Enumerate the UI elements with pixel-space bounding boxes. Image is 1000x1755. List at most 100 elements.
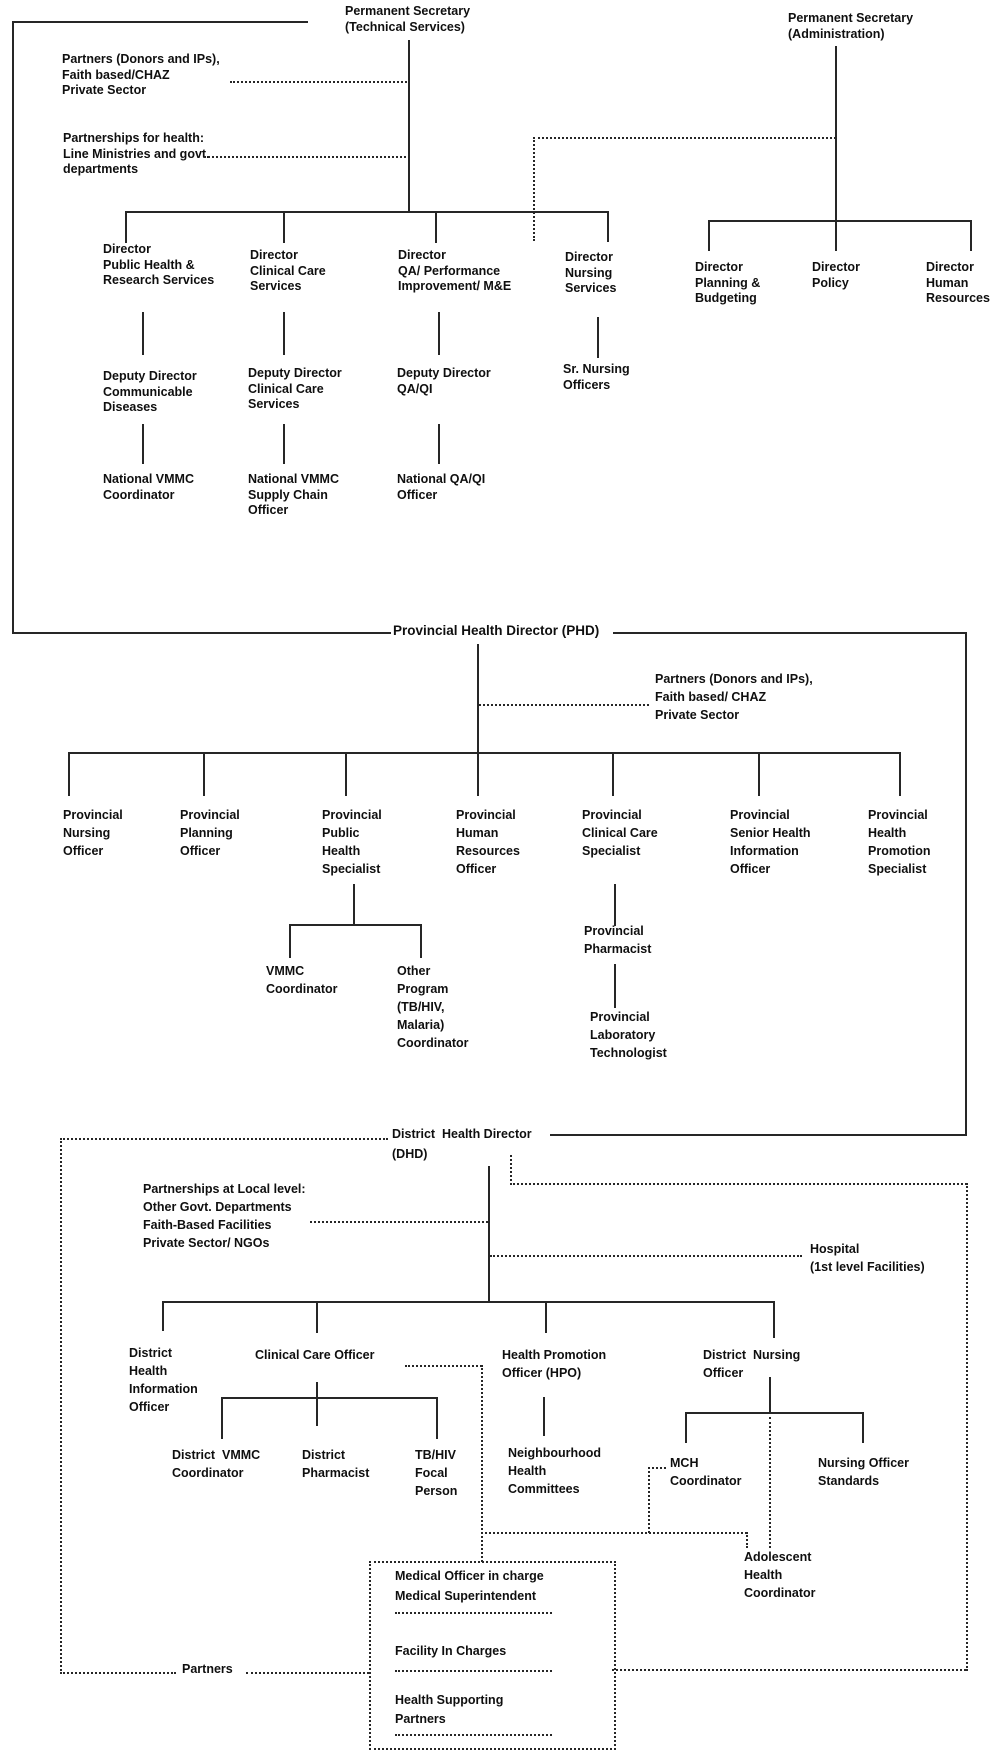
node-dd-clinical: Deputy Director Clinical Care Services xyxy=(248,366,342,411)
connector-line xyxy=(614,884,616,926)
connector-line xyxy=(438,312,440,355)
node-prov-planning: Provincial Planning Officer xyxy=(180,808,240,858)
connector-line xyxy=(316,1301,318,1333)
connector-line xyxy=(436,1397,438,1439)
connector-line xyxy=(708,220,710,251)
connector-line xyxy=(550,1134,966,1136)
dotted-connector-line xyxy=(533,137,535,241)
connector-line xyxy=(12,21,308,23)
dotted-connector-line xyxy=(60,1672,176,1674)
node-dir-nursing: Director Nursing Services xyxy=(565,250,617,295)
node-nat-qaqi: National QA/QI Officer xyxy=(397,472,486,502)
connector-line xyxy=(68,752,70,796)
node-dir-planning: Director Planning & Budgeting xyxy=(695,260,761,305)
node-dno: District Nursing Officer xyxy=(703,1348,801,1380)
connector-line xyxy=(142,424,144,464)
node-dir-hr: Director Human Resources xyxy=(926,260,990,305)
node-medical-officer: Medical Officer in charge Medical Superi… xyxy=(395,1569,544,1603)
connector-line xyxy=(316,1382,318,1426)
connector-line xyxy=(773,1301,775,1338)
connector-line xyxy=(420,924,422,958)
node-partnerships-health: Partnerships for health: Line Ministries… xyxy=(63,131,210,176)
node-partners-national: Partners (Donors and IPs), Faith based/C… xyxy=(62,52,220,97)
connector-line xyxy=(12,632,391,634)
connector-line xyxy=(283,312,285,355)
dotted-connector-line xyxy=(533,137,836,139)
node-mch: MCH Coordinator xyxy=(670,1456,742,1488)
node-dd-communicable: Deputy Director Communicable Diseases xyxy=(103,369,197,414)
connector-line xyxy=(435,211,437,243)
node-ps-technical: Permanent Secretary (Technical Services) xyxy=(345,4,471,34)
dotted-connector-line xyxy=(395,1734,552,1736)
connector-line xyxy=(12,21,14,634)
dotted-connector-line xyxy=(405,1365,482,1367)
connector-line xyxy=(283,211,285,243)
node-prov-health-promo: Provincial Health Promotion Specialist xyxy=(868,808,931,876)
node-neighbourhood: Neighbourhood Health Committees xyxy=(508,1446,602,1496)
connector-line xyxy=(221,1397,438,1399)
node-prov-pharmacist: Provincial Pharmacist xyxy=(584,924,652,956)
connector-line xyxy=(612,752,614,796)
dotted-connector-line xyxy=(648,1467,666,1469)
node-prov-public-health: Provincial Public Health Specialist xyxy=(322,808,382,876)
node-dir-policy: Director Policy xyxy=(812,260,860,290)
connector-line xyxy=(283,424,285,464)
dotted-connector-line xyxy=(479,704,649,706)
dotted-connector-line xyxy=(395,1670,552,1672)
connector-line xyxy=(408,40,410,212)
dotted-connector-line xyxy=(481,1365,483,1562)
node-partners-bottom: Partners xyxy=(182,1662,233,1676)
connector-line xyxy=(345,752,347,796)
connector-line xyxy=(965,632,967,1136)
dotted-connector-line xyxy=(490,1255,802,1257)
node-dd-qaqi: Deputy Director QA/QI xyxy=(397,366,491,396)
dotted-connector-line xyxy=(510,1183,967,1185)
dotted-connector-line xyxy=(246,1672,369,1674)
connector-line xyxy=(597,317,599,358)
dotted-connector-line xyxy=(612,1669,966,1671)
connector-line xyxy=(685,1412,864,1414)
node-nat-vmmc-supply: National VMMC Supply Chain Officer xyxy=(248,472,339,517)
connector-line xyxy=(125,211,608,213)
dotted-connector-line xyxy=(746,1532,748,1548)
node-sr-nursing: Sr. Nursing Officers xyxy=(563,362,630,392)
dotted-connector-line xyxy=(510,1155,512,1185)
connector-line xyxy=(162,1301,775,1303)
connector-line xyxy=(685,1412,687,1443)
connector-line xyxy=(162,1301,164,1331)
node-phd: Provincial Health Director (PHD) xyxy=(393,623,600,638)
node-vmmc-coordinator: VMMC Coordinator xyxy=(266,964,338,996)
connector-line xyxy=(68,752,901,754)
node-facility-in-charges: Facility In Charges xyxy=(395,1644,507,1658)
facility-partners-dotted-box xyxy=(369,1561,616,1750)
connector-line xyxy=(970,220,972,251)
dotted-connector-line xyxy=(60,1138,62,1674)
dotted-connector-line xyxy=(481,1532,747,1534)
node-other-program: Other Program (TB/HIV, Malaria) Coordina… xyxy=(397,964,469,1050)
node-health-supporting: Health Supporting Partners xyxy=(395,1693,504,1726)
node-prov-health-info: Provincial Senior Health Information Off… xyxy=(730,808,811,876)
dotted-connector-line xyxy=(648,1467,650,1533)
connector-line xyxy=(835,46,837,251)
connector-line xyxy=(607,211,609,242)
node-hpo: Health Promotion Officer (HPO) xyxy=(502,1348,607,1380)
connector-line xyxy=(899,752,901,796)
node-dir-public-health: Director Public Health & Research Servic… xyxy=(103,242,215,287)
node-ps-admin: Permanent Secretary (Administration) xyxy=(788,11,914,41)
connector-line xyxy=(543,1397,545,1436)
connector-line xyxy=(545,1301,547,1333)
connector-line xyxy=(221,1397,223,1439)
connector-line xyxy=(125,211,127,243)
connector-line xyxy=(613,632,966,634)
connector-line xyxy=(289,924,291,958)
node-partners-provincial: Partners (Donors and IPs), Faith based/ … xyxy=(655,672,813,722)
dotted-connector-line xyxy=(204,156,410,158)
node-partnerships-local: Partnerships at Local level: Other Govt.… xyxy=(143,1182,306,1250)
node-dir-qa: Director QA/ Performance Improvement/ M&… xyxy=(398,248,512,293)
dotted-connector-line xyxy=(310,1221,488,1223)
connector-line xyxy=(353,884,355,926)
connector-line xyxy=(289,924,422,926)
connector-line xyxy=(477,644,479,796)
node-district-pharmacist: District Pharmacist xyxy=(302,1448,370,1480)
node-dhd: District Health Director (DHD) xyxy=(392,1127,532,1161)
